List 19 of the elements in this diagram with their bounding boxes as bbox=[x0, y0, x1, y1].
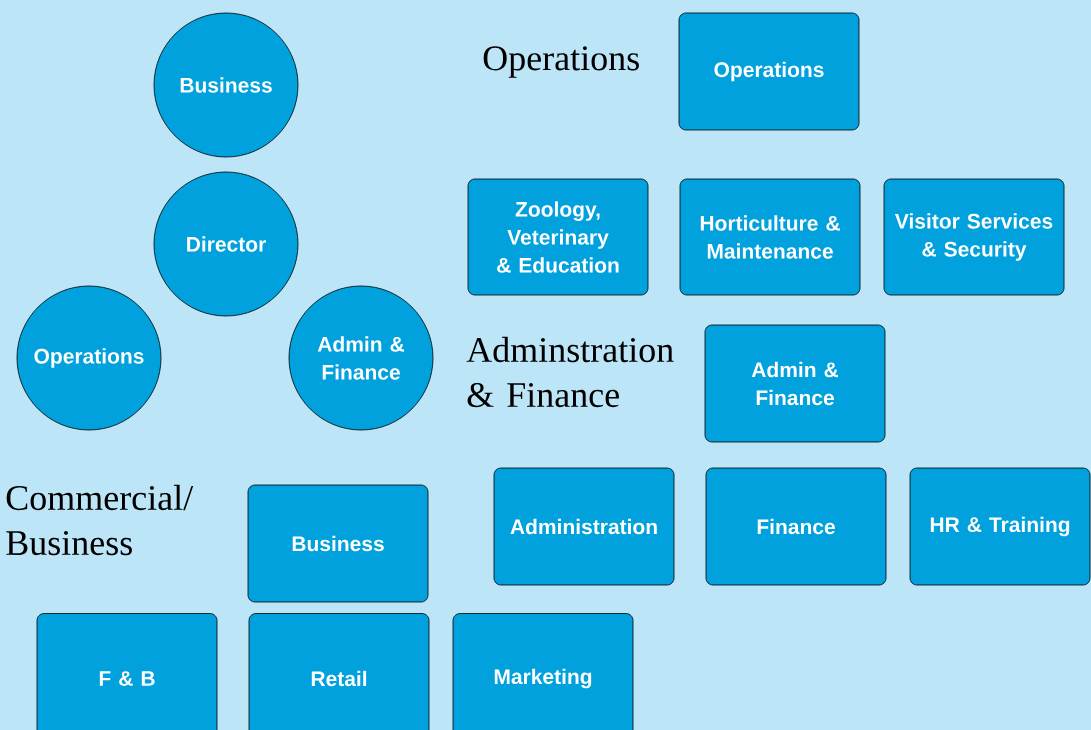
rounded-box: Business bbox=[247, 484, 429, 603]
section-heading: Operations bbox=[483, 46, 639, 78]
rounded-box: Admin & Finance bbox=[704, 324, 886, 443]
circle-node: Director bbox=[153, 171, 299, 317]
rounded-box: Retail bbox=[248, 613, 430, 730]
rounded-box: Marketing bbox=[452, 613, 634, 730]
circle-node: Admin & Finance bbox=[288, 285, 434, 431]
rounded-box: Operations bbox=[678, 12, 860, 131]
rounded-box: Horticulture & Maintenance bbox=[679, 178, 861, 296]
section-heading: Commercial/ Business bbox=[6, 484, 194, 556]
circle-node: Operations bbox=[16, 285, 162, 431]
rounded-box: HR & Training bbox=[909, 467, 1091, 586]
circle-node: Business bbox=[153, 12, 299, 158]
section-heading: Adminstration & Finance bbox=[466, 336, 674, 408]
rounded-box: Administration bbox=[493, 467, 675, 586]
rounded-box: Finance bbox=[705, 467, 887, 586]
rounded-box: F & B bbox=[36, 613, 218, 730]
rounded-box: Zoology, Veterinary & Education bbox=[467, 178, 649, 296]
rounded-box: Visitor Services & Security bbox=[883, 178, 1065, 296]
